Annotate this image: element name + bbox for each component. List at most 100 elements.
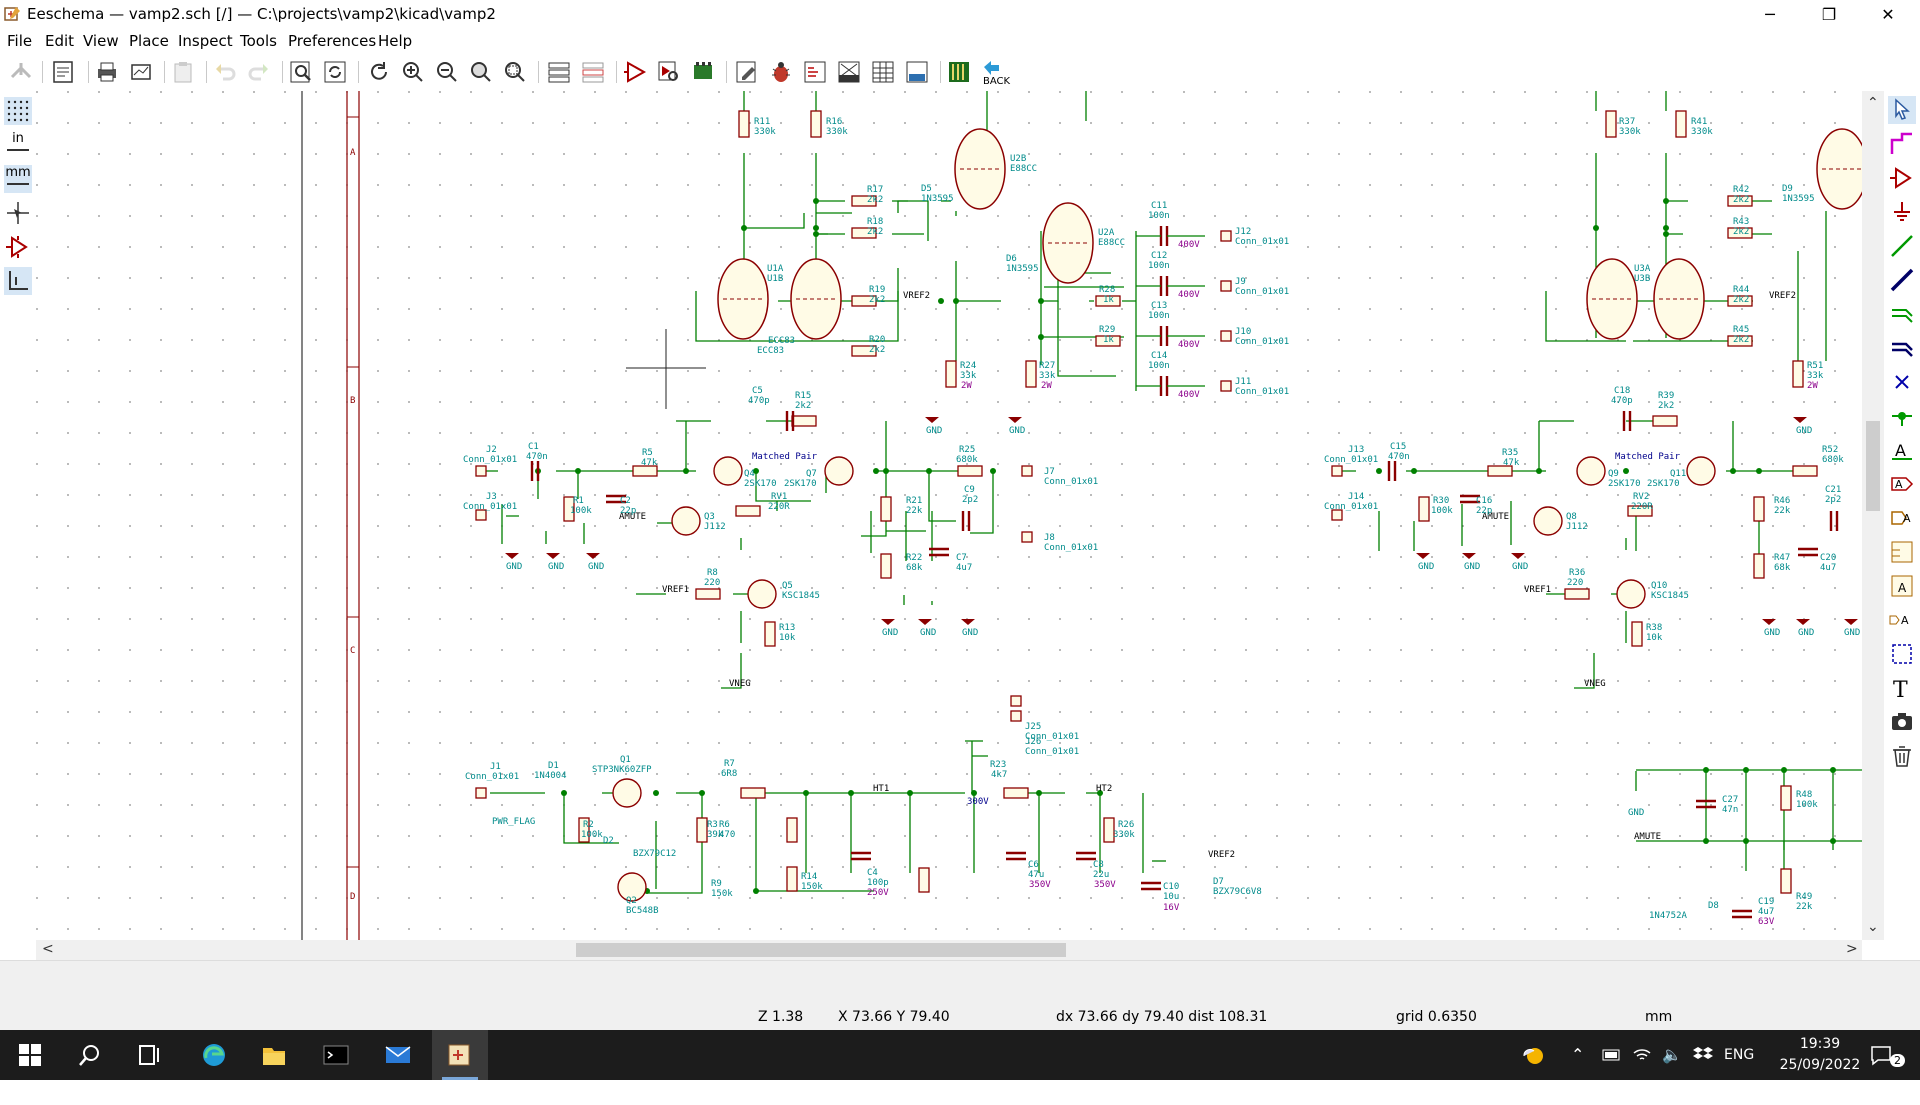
hier-sheet-icon[interactable] — [1888, 538, 1916, 566]
task-view-icon[interactable] — [122, 1030, 178, 1080]
clock-date[interactable]: 25/09/2022 — [1779, 1057, 1861, 1073]
close-button[interactable]: ✕ — [1881, 5, 1895, 24]
menu-help[interactable]: Help — [378, 32, 413, 50]
erc-icon[interactable] — [768, 59, 794, 85]
edge-icon[interactable] — [186, 1030, 242, 1080]
select-icon[interactable] — [1888, 96, 1916, 124]
footprint-assign-icon[interactable] — [690, 59, 716, 85]
svg-text:2k2: 2k2 — [795, 401, 811, 411]
schematic-canvas[interactable]: A B C D — [36, 91, 1862, 940]
svg-text:D1: D1 — [548, 761, 559, 771]
menu-preferences[interactable]: Preferences — [288, 32, 377, 50]
zoom-selection-icon[interactable] — [502, 59, 528, 85]
inch-units-button[interactable]: in — [4, 131, 32, 159]
grid-icon[interactable] — [4, 97, 32, 125]
bus-entry-icon[interactable] — [1888, 334, 1916, 362]
kicad-eeschema-icon[interactable] — [432, 1030, 488, 1080]
svg-text:680k: 680k — [1822, 455, 1844, 465]
file-explorer-icon[interactable] — [246, 1030, 302, 1080]
zoom-fit-icon[interactable] — [468, 59, 494, 85]
text-icon[interactable]: T — [1888, 674, 1916, 702]
svg-text:BC548B: BC548B — [626, 906, 659, 916]
paste-icon[interactable] — [170, 59, 196, 85]
battery-icon[interactable] — [1602, 1047, 1622, 1063]
mail-icon[interactable] — [370, 1030, 426, 1080]
full-cursor-icon[interactable] — [4, 199, 32, 227]
horizontal-scroll-thumb[interactable] — [576, 943, 1066, 957]
scroll-up-arrow[interactable]: ⌃ — [1867, 95, 1879, 111]
svg-text:Q5: Q5 — [782, 581, 793, 591]
undo-icon[interactable] — [212, 59, 238, 85]
menu-view[interactable]: View — [83, 32, 119, 50]
hidden-pins-icon[interactable] — [4, 233, 32, 261]
vertical-scroll-thumb[interactable] — [1866, 421, 1880, 511]
volume-icon[interactable]: 🔈 — [1662, 1045, 1682, 1064]
print-icon[interactable] — [94, 59, 120, 85]
global-label-icon[interactable]: A — [1888, 470, 1916, 498]
pcbnew-icon[interactable] — [946, 59, 972, 85]
junction-icon[interactable] — [1888, 402, 1916, 430]
menu-file[interactable]: File — [7, 32, 33, 50]
plot-icon[interactable] — [128, 59, 154, 85]
annotate-icon[interactable] — [734, 59, 760, 85]
menu-tools[interactable]: Tools — [240, 32, 277, 50]
wire-entry-icon[interactable] — [1888, 300, 1916, 328]
menu-place[interactable]: Place — [129, 32, 169, 50]
start-icon[interactable] — [2, 1030, 58, 1080]
hier-label-icon[interactable]: A — [1888, 504, 1916, 532]
bom-table-icon[interactable] — [870, 59, 896, 85]
language-indicator[interactable]: ENG — [1724, 1047, 1755, 1063]
graphic-line-icon[interactable] — [1888, 640, 1916, 668]
back-icon[interactable] — [980, 59, 1010, 85]
hierarchy-icon[interactable] — [546, 59, 572, 85]
symbol-editor-icon[interactable] — [622, 59, 648, 85]
vertical-scrollbar[interactable]: ⌃ ⌄ — [1862, 91, 1884, 940]
add-symbol-icon[interactable] — [1888, 164, 1916, 192]
netlist-icon[interactable] — [802, 59, 828, 85]
menu-inspect[interactable]: Inspect — [178, 32, 233, 50]
terminal-icon[interactable] — [308, 1030, 364, 1080]
search-icon[interactable] — [62, 1030, 118, 1080]
svg-text:22k: 22k — [906, 506, 923, 516]
netlist-export-icon[interactable] — [836, 59, 862, 85]
image-icon[interactable] — [1888, 708, 1916, 736]
find-icon[interactable] — [288, 59, 314, 85]
menu-edit[interactable]: Edit — [45, 32, 75, 50]
notifications-icon[interactable] — [1870, 1044, 1892, 1066]
save-icon[interactable] — [8, 59, 34, 85]
horizontal-scrollbar[interactable]: < > — [36, 940, 1862, 960]
svg-text:GND: GND — [1009, 426, 1025, 436]
page-settings-icon[interactable] — [50, 59, 76, 85]
refresh-icon[interactable] — [366, 59, 392, 85]
redo-icon[interactable] — [246, 59, 272, 85]
orthogonal-lines-icon[interactable] — [4, 267, 32, 295]
net-label-icon[interactable]: A — [1888, 436, 1916, 464]
wifi-icon[interactable] — [1632, 1045, 1652, 1065]
find-replace-icon[interactable] — [322, 59, 348, 85]
sheet-pin-icon[interactable]: A — [1888, 606, 1916, 634]
scroll-left-arrow[interactable]: < — [42, 941, 54, 957]
bom-icon[interactable] — [904, 59, 930, 85]
zoom-in-icon[interactable] — [400, 59, 426, 85]
maximize-button[interactable]: ❐ — [1821, 5, 1837, 24]
scroll-down-arrow[interactable]: ⌄ — [1867, 919, 1879, 935]
minimize-button[interactable]: ─ — [1765, 5, 1775, 24]
zoom-out-icon[interactable] — [434, 59, 460, 85]
delete-icon[interactable] — [1888, 742, 1916, 770]
scroll-right-arrow[interactable]: > — [1846, 941, 1858, 957]
add-power-icon[interactable] — [1888, 198, 1916, 226]
dropbox-icon[interactable] — [1692, 1045, 1714, 1065]
add-bus-icon[interactable] — [1888, 266, 1916, 294]
no-connect-icon[interactable] — [1888, 368, 1916, 396]
add-wire-icon[interactable] — [1888, 232, 1916, 260]
clock-time[interactable]: 19:39 — [1799, 1036, 1841, 1052]
weather-icon[interactable] — [1520, 1042, 1548, 1068]
show-hidden-icons-icon[interactable]: ⌃ — [1571, 1045, 1585, 1064]
import-sheet-pin-icon[interactable]: A — [1888, 572, 1916, 600]
mm-units-button[interactable]: mm — [4, 165, 32, 193]
highlight-net-icon[interactable] — [1888, 130, 1916, 158]
svg-text:400V: 400V — [1178, 240, 1200, 250]
leave-sheet-icon[interactable] — [580, 59, 606, 85]
symbol-browser-icon[interactable] — [656, 59, 682, 85]
svg-text:R41: R41 — [1691, 117, 1707, 127]
